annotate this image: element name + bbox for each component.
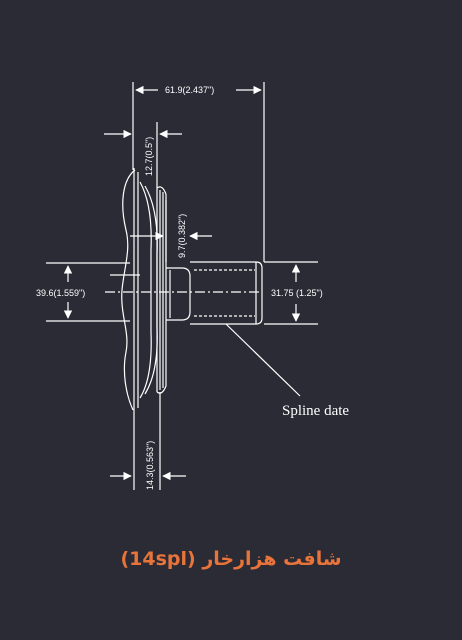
- overall-length-label: 61.9(2.437"): [165, 85, 214, 95]
- bottom-width-label: 14.3(0.563"): [145, 441, 155, 490]
- hub-ring-cap: [156, 385, 167, 394]
- hub-ring-cap: [156, 186, 167, 195]
- shaft-neck: [166, 267, 191, 321]
- callout-leader: [225, 323, 301, 397]
- spline-diameter-label: 31.75 (1.25"): [271, 288, 323, 298]
- pilot-diameter-label: 39.6(1.559"): [36, 288, 85, 298]
- disc-edge: [139, 181, 152, 399]
- spline-callout-label: Spline date: [282, 403, 349, 419]
- flange-outline: [121, 169, 136, 411]
- spline-outline: [190, 261, 263, 325]
- shoulder-label: 9.7(0.382"): [177, 214, 187, 258]
- flange-thickness-label: 12.7(0.5"): [144, 137, 154, 176]
- diagram-caption: شافت هزارخار (14spl): [120, 548, 342, 570]
